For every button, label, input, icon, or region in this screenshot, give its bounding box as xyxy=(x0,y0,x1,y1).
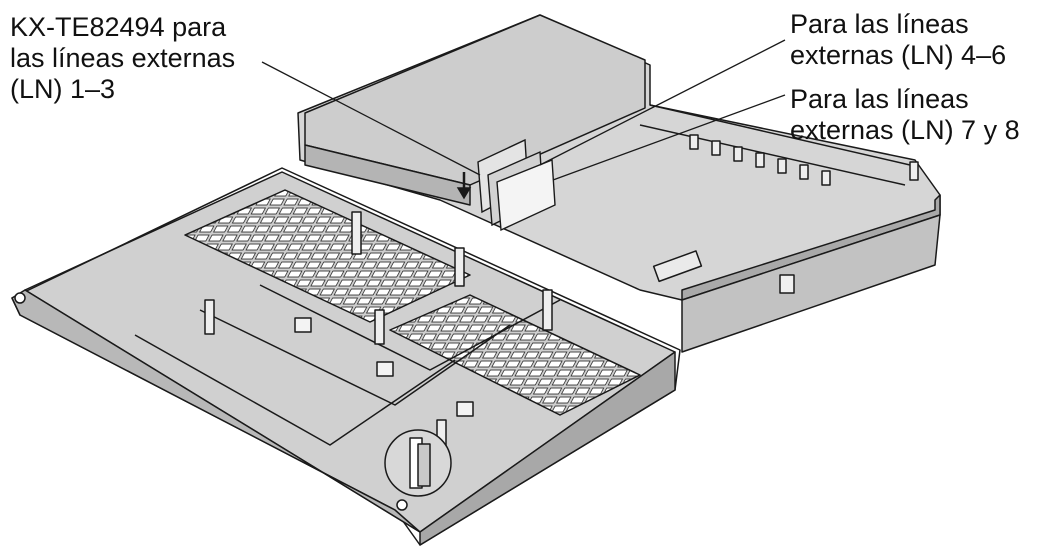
label-kx-te82494: KX-TE82494 para las líneas externas (LN)… xyxy=(10,12,235,105)
label-kx-line1: KX-TE82494 para xyxy=(10,12,227,42)
housing-rim-line-2 xyxy=(639,124,906,186)
line-cards xyxy=(456,138,556,232)
leader-line-7-8 xyxy=(552,94,786,181)
cover-left-wall xyxy=(11,289,421,533)
vent-grid-upper xyxy=(184,189,471,323)
cover-divider-3 xyxy=(259,284,561,371)
cover-divider-1 xyxy=(134,334,456,446)
insert-arrow-icon xyxy=(456,187,472,200)
card-lines-7-8 xyxy=(496,158,556,232)
label-4-6-line1: Para las líneas xyxy=(790,9,969,39)
leader-line-kx xyxy=(261,61,481,176)
cover-clips xyxy=(294,317,474,417)
label-kx-line3: (LN) 1–3 xyxy=(10,74,116,104)
rear-connector-strip xyxy=(689,134,831,186)
cover-right-wall xyxy=(419,351,676,546)
front-cover xyxy=(11,167,681,546)
upper-module-front xyxy=(304,144,471,206)
mounting-tab xyxy=(909,161,919,181)
leader-lines xyxy=(261,39,786,181)
label-7-8-line2: externas (LN) 7 y 8 xyxy=(790,115,1020,145)
cover-divider-2 xyxy=(199,309,511,406)
label-lines-4-6: Para las líneas externas (LN) 4–6 xyxy=(790,9,1006,71)
expansion-slot-bar xyxy=(652,250,703,283)
leader-line-4-6 xyxy=(539,39,786,166)
housing-front-wall xyxy=(681,214,941,353)
label-7-8-line1: Para las líneas xyxy=(790,84,969,114)
detail-latch-inner xyxy=(417,443,431,487)
label-lines-7-8: Para las líneas externas (LN) 7 y 8 xyxy=(790,84,1020,146)
side-port xyxy=(779,274,795,294)
main-unit-housing xyxy=(297,14,941,353)
vent-grid-lower xyxy=(389,294,641,416)
label-kx-line2: las líneas externas xyxy=(10,43,236,73)
screw-hole-left xyxy=(14,292,26,304)
screw-hole-bottom xyxy=(396,499,408,511)
label-4-6-line2: externas (LN) 4–6 xyxy=(790,40,1007,70)
housing-rim-line xyxy=(649,104,911,166)
